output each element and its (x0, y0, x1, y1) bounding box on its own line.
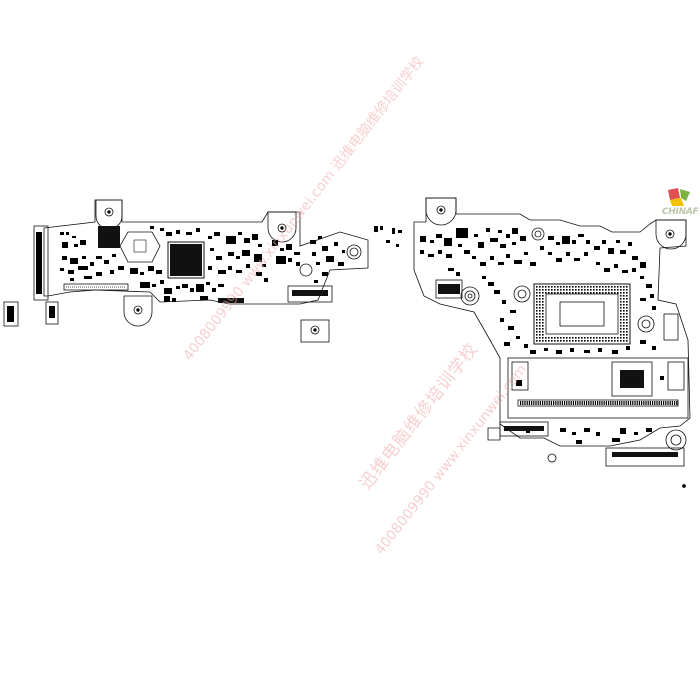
bottom-slot-connector (63, 283, 129, 291)
ribbon-connector-left (218, 298, 244, 303)
screw-mount-bottom-center (300, 319, 330, 343)
right-board-outline (413, 197, 691, 447)
left-board-outline (43, 199, 369, 305)
screw-mount-top-center (267, 211, 297, 243)
inductor-g (665, 429, 687, 451)
small-connector-b (45, 301, 59, 325)
inductor-d (513, 285, 531, 303)
screw-mount-bottom-left (123, 295, 153, 327)
inductor-c (460, 286, 480, 306)
ic-square-a (98, 226, 120, 248)
connector-clip-left (487, 427, 501, 441)
screw-mount-top-left (95, 199, 123, 230)
logo-text: CHINAF (662, 207, 699, 217)
side-connector-right (663, 313, 679, 341)
fpc-connector-bottom-left (499, 421, 549, 437)
cpu-bga-pads (536, 286, 628, 342)
cpu-socket (533, 283, 631, 345)
standoff-bottom (547, 453, 557, 463)
chinafix-logo-icon (668, 188, 690, 206)
marker-dot (682, 484, 686, 488)
screw-mount-top-right-b (655, 219, 687, 250)
small-connector-a (3, 301, 19, 327)
inductor-e (531, 227, 545, 241)
inductor-a (346, 244, 362, 260)
memory-slot (507, 357, 689, 419)
left-board-section (3, 199, 369, 343)
right-board-section (413, 197, 691, 488)
battery-connector (435, 279, 463, 299)
memory-slot-pins (520, 401, 678, 405)
pch-chip (167, 241, 205, 279)
inductor-f (637, 315, 655, 333)
screw-mount-top-right-a (425, 197, 457, 226)
left-edge-connector (33, 225, 49, 301)
right-board-components (420, 228, 664, 444)
left-board-components (60, 226, 402, 302)
fpc-connector-bottom-right (605, 447, 685, 467)
fpc-connector-left (287, 285, 333, 303)
ec-chip (119, 231, 161, 263)
inductor-b (299, 263, 313, 277)
